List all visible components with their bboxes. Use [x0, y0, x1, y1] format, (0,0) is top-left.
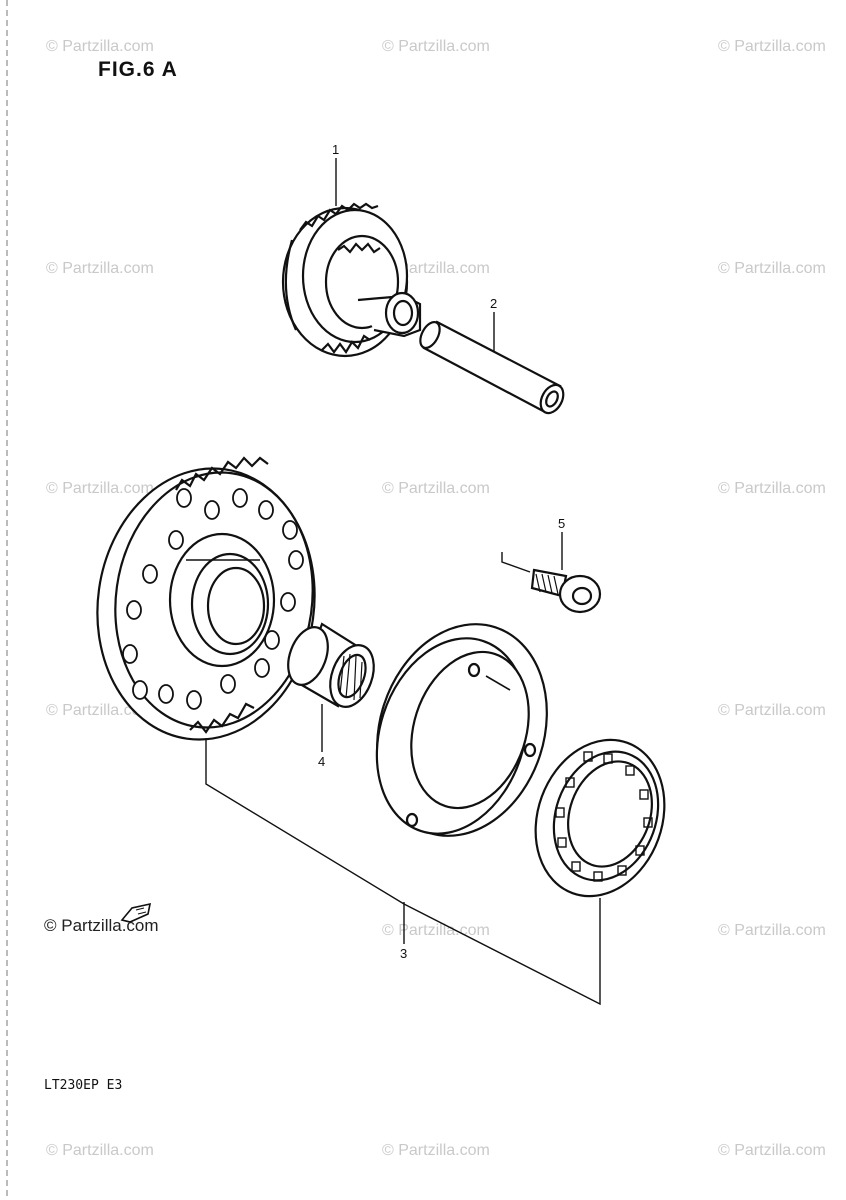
brand-watermark: © Partzilla.com [44, 916, 159, 935]
callouts: 1 2 5 4 3 [318, 142, 565, 961]
watermark: © Partzilla.com [46, 480, 154, 497]
watermark: © Partzilla.com [718, 922, 826, 939]
callout-5: 5 [558, 516, 565, 531]
part-3-clutch-gear [96, 456, 316, 741]
callout-3: 3 [400, 946, 407, 961]
watermark: © Partzilla.com [46, 38, 154, 55]
watermark: © Partzilla.com [382, 1142, 490, 1159]
watermark: © Partzilla.com [718, 1142, 826, 1159]
front-arrow-icon [120, 902, 152, 923]
part-2-shaft [419, 320, 565, 415]
part-4-needle-bearing [287, 622, 375, 708]
part-5-bolt [530, 568, 602, 614]
callout-4: 4 [318, 754, 325, 769]
watermark: © Partzilla.com [46, 260, 154, 277]
figure-title: FIG.6 A [98, 58, 178, 81]
gear-holes [122, 488, 304, 710]
leader-lines [205, 158, 601, 1006]
watermark: © Partzilla.com [382, 480, 490, 497]
callout-2: 2 [490, 296, 497, 311]
part-3-clutch-housing [375, 623, 548, 837]
watermark: © Partzilla.com [718, 260, 826, 277]
watermark: © Partzilla.com [382, 260, 490, 277]
watermark: © Partzilla.com [46, 702, 154, 719]
watermark: © Partzilla.com [718, 702, 826, 719]
model-code: LT230EP E3 [44, 1078, 123, 1093]
part-1-idle-gear [281, 202, 422, 358]
callout-1: 1 [332, 142, 339, 157]
watermark: © Partzilla.com [382, 38, 490, 55]
watermark: © Partzilla.com [718, 480, 826, 497]
watermark: © Partzilla.com [718, 38, 826, 55]
watermark: © Partzilla.com [46, 1142, 154, 1159]
part-3-one-way-clutch [534, 738, 666, 898]
